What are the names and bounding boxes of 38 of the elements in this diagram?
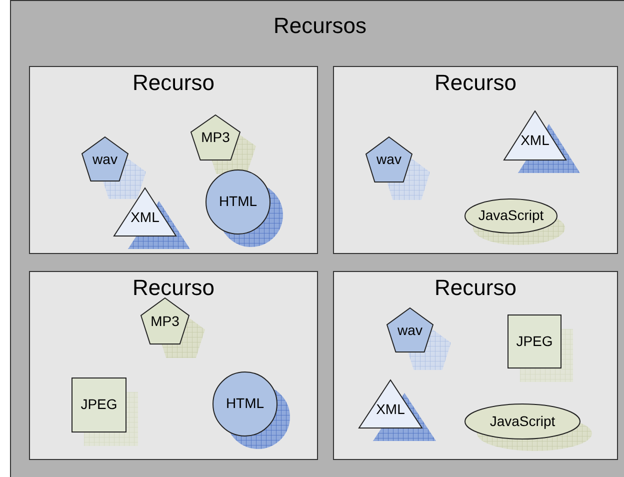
- ellipse-shape: [465, 199, 557, 233]
- panel-box: [333, 271, 618, 460]
- panel-title: Recurso: [132, 70, 216, 96]
- outer-group-box: [10, 0, 624, 477]
- shape-label: XML: [375, 400, 406, 417]
- shape-label: JavaScript: [488, 412, 556, 428]
- square-shape: [508, 315, 561, 368]
- shape-label: wav: [396, 322, 424, 338]
- panel-title: Recurso: [434, 70, 518, 96]
- triangle-shape: [504, 111, 566, 160]
- panel-title: Recurso: [434, 275, 518, 301]
- shape-label: HTML: [224, 395, 266, 411]
- ellipse-shape: [465, 404, 580, 439]
- panel-box: [29, 271, 318, 460]
- triangle-shape: [359, 380, 422, 428]
- triangle-shape: [114, 188, 176, 236]
- shape-label: XML: [130, 208, 160, 225]
- shape-label: wav: [376, 151, 402, 168]
- shape-label: MP3: [150, 312, 180, 329]
- panel-box: [29, 66, 318, 254]
- shape-label: XML: [520, 132, 550, 148]
- shape-label: HTML: [218, 193, 258, 209]
- shape-label: JPEG: [515, 332, 554, 348]
- pentagon-shape: [82, 137, 128, 181]
- pentagon-shape: [387, 308, 433, 352]
- shape-label: JavaScript: [477, 207, 545, 223]
- shape-label: JPEG: [80, 396, 118, 412]
- square-shape: [72, 378, 126, 432]
- pentagon-shape: [141, 298, 189, 344]
- panel-title: Recurso: [132, 275, 216, 301]
- shape-label: wav: [92, 150, 118, 167]
- pentagon-shape: [366, 137, 412, 182]
- shape-label: MP3: [200, 129, 231, 146]
- panel-box: [333, 66, 618, 254]
- group-title: Recursos: [272, 13, 368, 39]
- pentagon-shape: [191, 115, 240, 160]
- circle-shape: [206, 170, 270, 234]
- circle-shape: [213, 372, 277, 436]
